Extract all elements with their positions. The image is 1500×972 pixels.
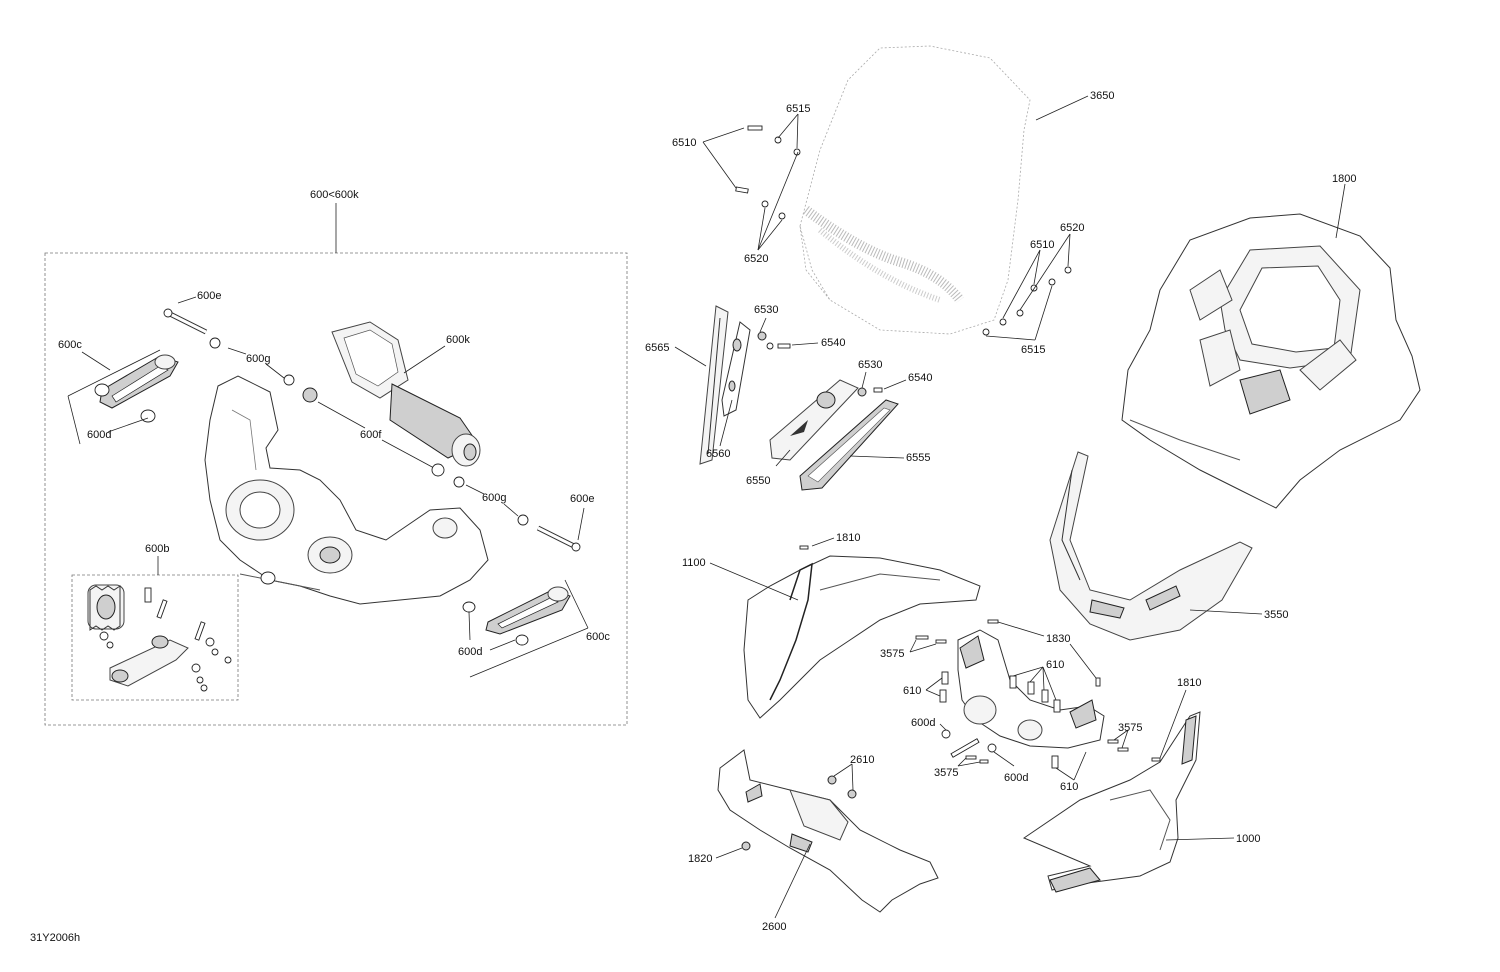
figure-id: 31Y2006h [30, 932, 80, 944]
label-600d-lower: 600d [458, 646, 482, 658]
label-600e-lower: 600e [570, 493, 594, 505]
panel-1100 [743, 555, 981, 719]
label-1000: 1000 [1236, 833, 1260, 845]
subassembly-frame [44, 252, 628, 726]
label-600e-top: 600e [197, 290, 221, 302]
label-610-top: 610 [1046, 659, 1064, 671]
bolt-600e-lower [536, 525, 581, 552]
label-3650: 3650 [1090, 90, 1114, 102]
deflector-6560 [721, 321, 751, 417]
label-3575-bottom: 3575 [934, 767, 958, 779]
label-600g-lower: 600g [482, 492, 506, 504]
label-3575-left: 3575 [880, 648, 904, 660]
label-600d-top: 600d [87, 429, 111, 441]
link-600c-lower [462, 586, 571, 646]
label-6565: 6565 [645, 342, 669, 354]
label-1830: 1830 [1046, 633, 1070, 645]
cover-1800 [1121, 213, 1421, 509]
label-6520-right: 6520 [1060, 222, 1084, 234]
windshield-3650 [799, 45, 1031, 335]
label-600d-right: 600d [1004, 772, 1028, 784]
small-hardware-600b [99, 587, 232, 692]
label-2610: 2610 [850, 754, 874, 766]
panel-2600 [717, 749, 939, 913]
label-600f: 600f [360, 429, 382, 441]
gear-600b [87, 584, 125, 631]
label-1100: 1100 [682, 557, 706, 569]
label-6510-left: 6510 [672, 137, 696, 149]
label-610-left: 610 [903, 685, 921, 697]
label-610-bottom: 610 [1060, 781, 1078, 793]
label-600b: 600b [145, 543, 169, 555]
hardware-6510-left [735, 125, 763, 194]
label-6520-left: 6520 [744, 253, 768, 265]
subassembly-600b-frame [71, 574, 239, 701]
label-3575-right: 3575 [1118, 722, 1142, 734]
label-6555: 6555 [906, 452, 930, 464]
label-3550: 3550 [1264, 609, 1288, 621]
bracket-assembly-center [957, 629, 1105, 749]
deflector-6565 [699, 305, 729, 465]
label-2600: 2600 [762, 921, 786, 933]
bracket-frame-600 [204, 375, 489, 605]
label-1800: 1800 [1332, 173, 1356, 185]
trim-3550 [1049, 451, 1253, 641]
label-6530-top: 6530 [754, 304, 778, 316]
motor-600k [331, 321, 481, 467]
label-600c-top: 600c [58, 339, 82, 351]
label-6550: 6550 [746, 475, 770, 487]
link-600c-top [94, 354, 179, 423]
gasket-6555 [799, 399, 899, 491]
label-6515-right: 6515 [1021, 344, 1045, 356]
fasteners-610 [939, 671, 1061, 769]
label-6510-right: 6510 [1030, 239, 1054, 251]
bolt-600e-top [163, 308, 208, 335]
plate-6550 [769, 379, 859, 461]
label-6530-mid: 6530 [858, 359, 882, 371]
panel-1000 [1022, 711, 1201, 893]
label-6560: 6560 [706, 448, 730, 460]
label-6515-left: 6515 [786, 103, 810, 115]
label-600-600k: 600<600k [310, 189, 359, 201]
link-arm-600b [109, 635, 189, 687]
label-600k: 600k [446, 334, 470, 346]
label-600d-center: 600d [911, 717, 935, 729]
label-1810-left: 1810 [836, 532, 860, 544]
label-1810-right: 1810 [1177, 677, 1201, 689]
label-6540-mid: 6540 [908, 372, 932, 384]
label-6540-top: 6540 [821, 337, 845, 349]
label-600g-top: 600g [246, 353, 270, 365]
subassembly-600-group: 600<600k 600b [44, 189, 628, 726]
label-600c-lower: 600c [586, 631, 610, 643]
label-1820: 1820 [688, 853, 712, 865]
